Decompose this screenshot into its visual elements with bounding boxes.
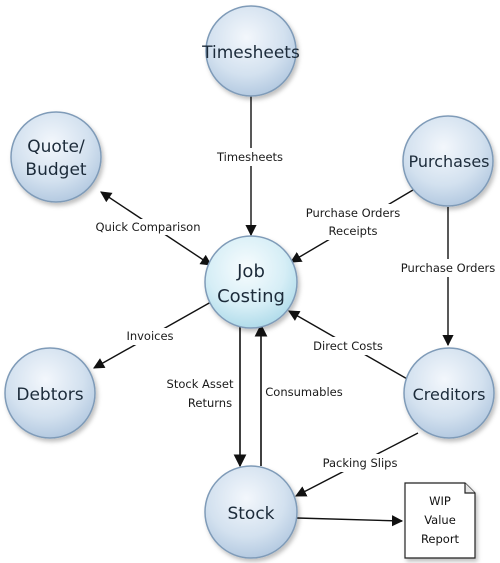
node-label-creditors: Creditors <box>413 385 486 404</box>
edge-label-stock-asset-returns-2: Returns <box>188 396 232 410</box>
node-label-quote-budget-2: Budget <box>25 160 86 180</box>
edge-label-purchase-orders-receipts-2: Receipts <box>329 224 378 238</box>
node-label-debtors: Debtors <box>16 385 83 405</box>
node-purchases <box>402 115 494 207</box>
node-job-costing <box>204 235 298 329</box>
node-label-stock: Stock <box>227 504 274 524</box>
node-creditors <box>403 347 495 439</box>
edge-label-purchase-orders-receipts-1: Purchase Orders <box>306 206 401 220</box>
report-label-line2: Value <box>424 513 456 527</box>
edge-label-purchase-orders: Purchase Orders <box>401 261 496 275</box>
edge-label-packing-slips: Packing Slips <box>323 456 398 470</box>
edge-label-quick-comparison: Quick Comparison <box>95 220 200 234</box>
document-icon <box>404 482 476 559</box>
edge-stock-to-report <box>296 515 404 527</box>
edge-label-timesheets: Timesheets <box>216 150 283 164</box>
node-label-job-costing-2: Costing <box>217 286 285 307</box>
edge-label-consumables: Consumables <box>265 385 342 399</box>
report-label-line3: Report <box>421 532 460 546</box>
node-label-job-costing-1: Job <box>236 261 265 282</box>
report-label-line1: WIP <box>429 494 451 508</box>
edge-label-invoices: Invoices <box>126 329 173 343</box>
node-stock <box>204 465 298 559</box>
node-label-quote-budget-1: Quote/ <box>27 137 85 157</box>
node-label-purchases: Purchases <box>409 152 490 171</box>
node-quote-budget <box>10 111 102 203</box>
node-timesheets <box>205 5 297 97</box>
edge-label-direct-costs: Direct Costs <box>313 339 383 353</box>
node-debtors <box>4 347 96 439</box>
edge-label-stock-asset-returns-1: Stock Asset <box>167 377 234 391</box>
node-label-timesheets: Timesheets <box>201 43 300 63</box>
